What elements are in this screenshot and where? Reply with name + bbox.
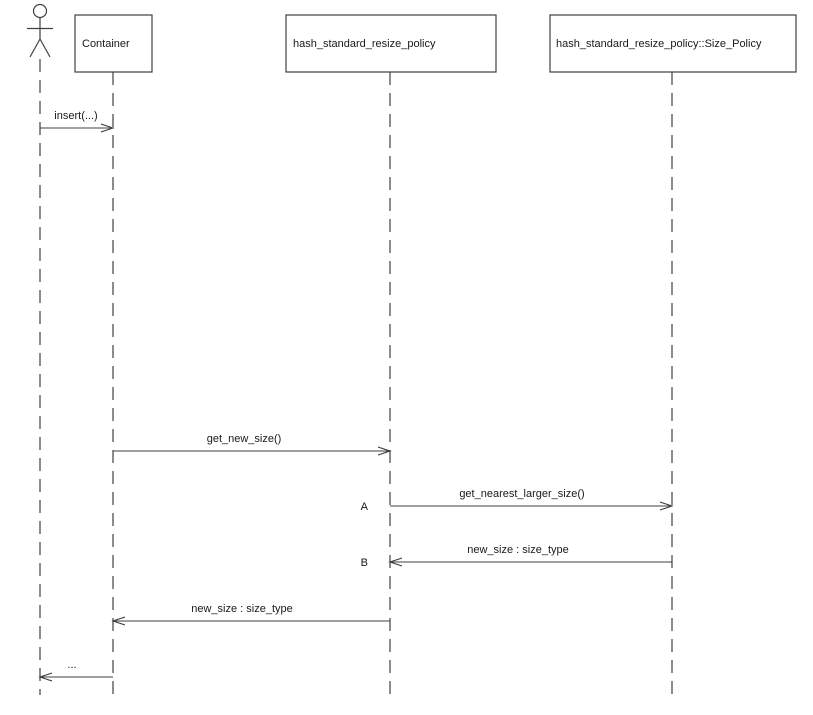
- message-return-new-size-to-policy-label: new_size : size_type: [467, 544, 569, 556]
- message-get-nearest-larger-size-label: get_nearest_larger_size(): [459, 488, 584, 500]
- participant-size-policy: hash_standard_resize_policy::Size_Policy: [549, 14, 797, 73]
- message-get-new-size: get_new_size(): [113, 433, 390, 451]
- message-marker-a: A: [361, 501, 369, 513]
- size-policy-label: hash_standard_resize_policy::Size_Policy: [556, 38, 762, 50]
- actor-head: [32, 3, 48, 19]
- participant-resize-policy: hash_standard_resize_policy: [285, 14, 497, 73]
- size-policy-box: [549, 14, 797, 73]
- resize-policy-label: hash_standard_resize_policy: [293, 38, 436, 50]
- message-insert: insert(...): [40, 110, 113, 128]
- message-get-new-size-label: get_new_size(): [207, 433, 282, 445]
- message-marker-b: B: [361, 557, 368, 569]
- participant-container: Container: [74, 14, 153, 73]
- message-return-new-size-to-container-label: new_size : size_type: [191, 603, 293, 615]
- message-return-to-actor-label: ...: [67, 659, 76, 671]
- message-return-new-size-to-policy: new_size : size_type B: [361, 544, 672, 569]
- actor-left-leg: [29, 38, 41, 58]
- container-box: [74, 14, 153, 73]
- message-return-to-actor: ...: [40, 659, 113, 677]
- container-label: Container: [82, 38, 130, 50]
- actor-right-leg: [39, 38, 51, 58]
- message-insert-label: insert(...): [54, 110, 97, 122]
- message-get-nearest-larger-size: get_nearest_larger_size() A: [361, 488, 672, 513]
- actor-icon: [27, 3, 53, 58]
- resize-policy-box: [285, 14, 497, 73]
- message-return-new-size-to-container: new_size : size_type: [113, 603, 390, 621]
